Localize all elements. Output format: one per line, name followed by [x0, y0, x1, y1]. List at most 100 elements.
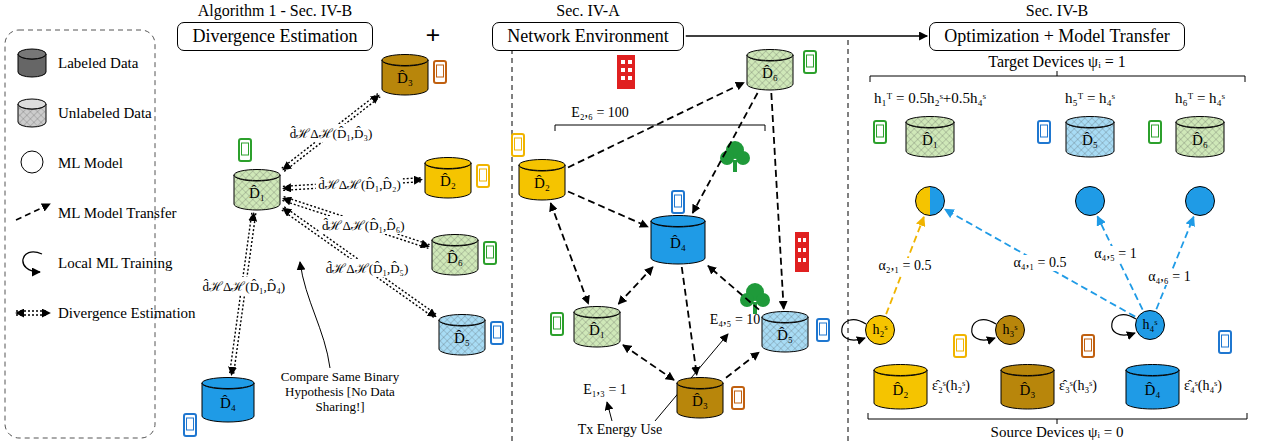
- cylinder-label: D̂₂: [873, 370, 928, 410]
- data-cylinder: D̂₂: [424, 157, 472, 199]
- node-text: Divergence Estimation: [192, 26, 357, 46]
- phone-icon: [184, 414, 196, 436]
- node-text: Optimization + Model Transfer: [944, 26, 1170, 46]
- cylinder-label: D̂₅: [438, 320, 486, 356]
- section-header-box: Divergence Estimation: [177, 22, 372, 51]
- annotation-text: Target Devices ψᵢ = 1: [988, 53, 1126, 71]
- connector: [1156, 217, 1193, 309]
- phone-icon: [1219, 331, 1231, 353]
- node-text: D̂₄: [1144, 382, 1160, 399]
- cylinder: D̂₃: [1000, 364, 1055, 410]
- annotation-text: E₂,₆ = 100: [571, 105, 629, 121]
- source-device: D̂₄ ε̂₄ˢ(h₄ˢ): [1125, 364, 1245, 410]
- cylinder-top: [1126, 365, 1179, 376]
- phone-icon: [804, 51, 816, 73]
- data-cylinder: D̂₁: [233, 169, 281, 211]
- phone-screen: [807, 55, 814, 67]
- model-circle: h₄ˢ: [1135, 310, 1165, 340]
- connector-line: [618, 267, 652, 304]
- cylinder-label: D̂₁: [233, 175, 281, 211]
- legend-text: Unlabeled Data: [58, 105, 152, 122]
- source-device: D̂₂ε̂₂ˢ(h₂ˢ): [873, 364, 993, 410]
- target-device: h₁ᵀ = 0.5h₂ˢ+0.5h₄ˢD̂₁: [855, 90, 1005, 218]
- node-text: D̂₁: [922, 132, 938, 149]
- node-text: D̂₅: [1082, 132, 1098, 149]
- connector: [568, 83, 744, 168]
- connector: [618, 267, 652, 304]
- hatch: [439, 315, 485, 326]
- cylinder-top: [234, 170, 280, 181]
- connector: [708, 266, 759, 310]
- connector: [1097, 216, 1142, 309]
- target-device: h₆ᵀ = h₄ˢD̂₆: [1125, 90, 1267, 218]
- divergence-line: [282, 210, 435, 318]
- cylinder: D̂₄: [1125, 364, 1180, 410]
- node-text: ε̂₄ˢ(h₄ˢ): [1184, 378, 1222, 394]
- data-cylinder: D̂₅: [438, 314, 486, 356]
- cylinder-label: D̂₂: [424, 163, 472, 199]
- edge-label: α₄,₅ = 1: [1092, 246, 1139, 262]
- cylinder: D̂₂: [873, 364, 928, 410]
- target-model-circle: [1075, 186, 1105, 216]
- phone-screen: [1041, 125, 1048, 137]
- edge-label: α₄,₁ = 0.5: [1012, 255, 1069, 271]
- cylinder-top: [1001, 365, 1054, 376]
- connector: [282, 197, 429, 249]
- node-text: h₆ᵀ = h₄ˢ: [1125, 90, 1267, 107]
- node-text: h₃ˢ: [1003, 322, 1018, 338]
- target-model-circle: [1185, 186, 1215, 216]
- divergence-line: [282, 94, 378, 169]
- data-cylinder: D̂₄: [201, 377, 255, 423]
- cylinder-top: [439, 315, 485, 326]
- hatch: [1066, 117, 1114, 128]
- connector-line: [945, 209, 1135, 316]
- node-text: D̂₄: [670, 235, 686, 252]
- data-cylinder: D̂₅: [761, 311, 809, 353]
- data-cylinder: D̂₄: [650, 215, 706, 265]
- cylinder-top: [1176, 117, 1224, 128]
- node-text: D̂₂: [440, 173, 456, 190]
- edge-label: d̂ℋΔℋ(D̂₁,D̂₂): [316, 175, 403, 193]
- node-text: h₂ˢ: [873, 322, 888, 338]
- connector-line: [568, 191, 648, 226]
- target-device: h₅ᵀ = h₄ˢD̂₅: [1015, 90, 1165, 218]
- phone-icon: [954, 335, 966, 357]
- cylinder-label: D̂₆: [1175, 122, 1225, 158]
- node-text: D̂₆: [1192, 132, 1208, 149]
- cylinder-label: D̂₅: [761, 317, 809, 353]
- hatch: [1176, 117, 1224, 128]
- target-model-circle: [915, 186, 945, 216]
- annotation-text: Sec. IV-A: [556, 2, 619, 20]
- cylinder: D̂₁: [905, 116, 955, 158]
- cylinder-top: [874, 365, 927, 376]
- phone-screen: [675, 195, 682, 207]
- divergence-line: [282, 200, 428, 248]
- cylinder-label: D̂₄: [1125, 370, 1180, 410]
- node-text: ε̂₃ˢ(h₃ˢ): [1059, 378, 1097, 394]
- connector: [945, 209, 1135, 316]
- cylinder-top: [747, 50, 793, 61]
- legend-text: ML Model Transfer: [58, 205, 177, 222]
- connector-line: [726, 352, 759, 378]
- phone-screen: [554, 317, 561, 329]
- edge-label: d̂ℋΔℋ(D̂₁,D̂₃): [288, 124, 375, 142]
- hatch: [762, 312, 808, 323]
- phone-icon: [551, 313, 563, 335]
- edge-label: d̂ℋΔℋ(D̂₁,D̂₅): [324, 259, 411, 277]
- node-text: D̂₁: [249, 185, 265, 202]
- tree: [720, 141, 770, 314]
- cylinder: D̂₆: [1175, 116, 1225, 158]
- phone-screen: [1085, 339, 1092, 351]
- node-text: D̂₃: [692, 393, 708, 410]
- phone-icon: [1149, 121, 1161, 143]
- cylinder-label: D̂₄: [650, 221, 706, 265]
- data-cylinder: D̂₆: [746, 49, 794, 91]
- node-text: D̂₂: [892, 382, 908, 399]
- hatch: [432, 235, 478, 246]
- annotation-text: E₁,₃ = 1: [583, 382, 627, 398]
- node-text: Network Environment: [507, 26, 668, 46]
- hatch: [234, 170, 280, 181]
- node-text: D̂₄: [220, 395, 236, 412]
- connector-line: [283, 95, 379, 170]
- connector: [686, 36, 927, 37]
